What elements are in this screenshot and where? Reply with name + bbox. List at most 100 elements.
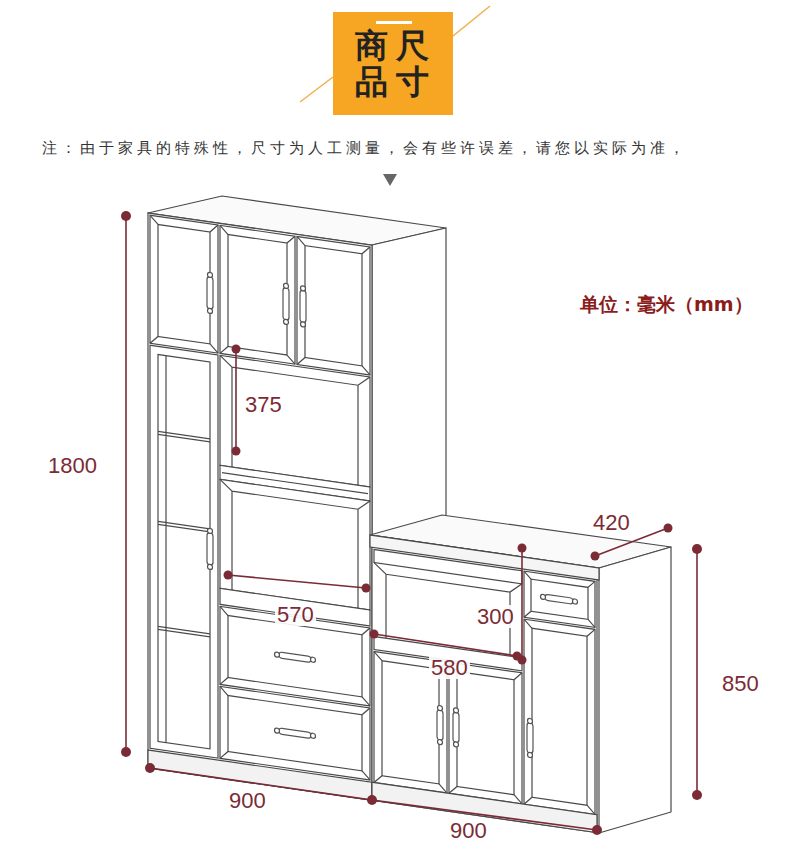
tall-cabinet-front-part-part: [208, 308, 213, 314]
dimension-label: 375: [243, 393, 284, 416]
tall-cabinet-front-part: [220, 355, 370, 487]
low-cabinet-front-part: [449, 662, 522, 804]
furniture-back-part: [372, 228, 446, 536]
low-cabinet-front-part-part: [528, 718, 533, 724]
low-cabinet-front-part-part: [437, 710, 443, 741]
low-cabinet-front-part: [524, 619, 595, 814]
title-badge-part: [333, 12, 453, 115]
tall-cabinet-front-part-part: [275, 652, 280, 658]
tall-cabinet-front-part-part: [301, 321, 306, 327]
tall-cabinet-front-part-part: [311, 733, 316, 739]
dimension-lines-part: [145, 763, 155, 773]
low-cabinet-front-part: [457, 671, 514, 794]
low-cabinet-front-part-part: [438, 705, 443, 711]
down-triangle: [383, 174, 397, 186]
low-cabinet-front-part: [382, 661, 439, 784]
low-cabinet-front-part-part: [454, 741, 459, 747]
tall-cabinet-front-part-part: [208, 272, 213, 278]
tall-cabinet-front: [148, 213, 372, 800]
title-badge-part: [300, 77, 333, 102]
low-cabinet-front-part-part: [545, 594, 573, 604]
title-text: 商品尺寸: [355, 28, 430, 102]
tall-cabinet-front-part: [297, 236, 370, 375]
tall-cabinet-front-part-part: [279, 728, 311, 739]
tall-cabinet-front-part-part: [207, 276, 213, 309]
dimension-lines-part: [696, 549, 698, 795]
low-cabinet-front-part-part: [453, 712, 459, 743]
tall-cabinet-front-part-part: [284, 283, 289, 289]
low-cabinet-front-part-part: [454, 707, 459, 713]
low-cabinet-front-part-part: [541, 594, 546, 600]
tall-cabinet-front-part: [150, 215, 218, 353]
low-cabinet-front-part-part: [527, 723, 533, 754]
dimension-lines-part: [228, 575, 366, 588]
title-badge: [300, 6, 490, 115]
tall-cabinet-front-part: [220, 479, 370, 610]
title-badge-part: [376, 21, 412, 24]
tall-cabinet-front-part: [150, 345, 218, 758]
dimension-label: 900: [448, 819, 489, 842]
tall-cabinet-front-part: [220, 225, 295, 364]
dimension-lines-part: [592, 825, 602, 835]
tall-cabinet-front-part: [220, 225, 295, 364]
low-cabinet-front: [370, 535, 599, 833]
tall-cabinet-front-part-part: [311, 657, 316, 663]
dimension-lines-part: [232, 345, 241, 354]
low-cabinet-front-part-part: [438, 739, 443, 745]
dimension-lines-part: [692, 544, 702, 554]
low-cabinet-front-part: [449, 662, 522, 804]
tall-cabinet-front-part: [297, 236, 370, 375]
dimension-lines-part: [125, 216, 127, 752]
low-cabinet-front-part: [372, 535, 597, 832]
low-cabinet-front-part: [524, 619, 595, 814]
tall-cabinet-front-part-part: [275, 728, 280, 734]
tall-cabinet-front-part-part: [208, 528, 213, 534]
dimension-lines-part: [692, 790, 702, 800]
tall-cabinet-front-part: [158, 224, 210, 343]
low-cabinet-front-part: [532, 628, 587, 805]
dimension-lines-part: [235, 349, 237, 451]
dimension-lines-part: [224, 571, 233, 580]
dimension-lines-part: [370, 630, 379, 639]
dimension-lines-part: [513, 652, 522, 661]
low-cabinet-front-part: [531, 579, 588, 619]
low-cabinet-front-part-part: [528, 752, 533, 758]
low-cabinet-back-part: [599, 547, 671, 833]
low-cabinet-front-part: [374, 550, 522, 584]
dimension-label: 420: [591, 511, 632, 534]
dimension-lines-part: [518, 544, 527, 553]
low-cabinet-front-part-part: [573, 599, 578, 605]
dimension-lines-part: [521, 548, 523, 660]
dimension-lines-part: [232, 447, 241, 456]
tall-cabinet-front-part: [228, 235, 287, 355]
tall-cabinet-front-part-part: [301, 285, 306, 291]
dimension-label: 570: [275, 603, 316, 626]
dimension-label: 900: [227, 789, 268, 812]
dimension-lines-part: [121, 747, 131, 757]
title-badge-part: [453, 6, 490, 36]
dimension-lines-part: [591, 552, 600, 561]
unit-label: 单位：毫米（mm）: [580, 292, 753, 318]
dimension-lines-part: [362, 584, 371, 593]
dimension-lines-part: [664, 524, 673, 533]
tall-cabinet-front-part-part: [279, 652, 311, 663]
dimension-lines-part: [121, 211, 131, 221]
dimension-label: 580: [429, 656, 470, 679]
tall-cabinet-front-part-part: [207, 532, 213, 565]
tall-cabinet-front-part: [207, 272, 316, 739]
tall-cabinet-front-part: [228, 696, 362, 771]
note-text: 注：由于家具的特殊性，尺寸为人工测量，会有些许误差，请您以实际为准，: [42, 139, 688, 158]
tall-cabinet-front-part: [220, 479, 370, 610]
tall-cabinet-front-part: [158, 354, 210, 748]
dimension-label: 850: [720, 672, 761, 695]
tall-cabinet-front-part: [220, 355, 370, 487]
low-cabinet-front-part: [524, 571, 595, 627]
tall-cabinet-front-part-part: [300, 290, 306, 323]
dimension-label: 300: [475, 605, 516, 628]
tall-cabinet-front-part: [150, 215, 218, 353]
low-cabinet-back: [370, 515, 671, 833]
tall-cabinet-front-part-part: [284, 319, 289, 325]
dimension-label: 1800: [46, 454, 99, 477]
